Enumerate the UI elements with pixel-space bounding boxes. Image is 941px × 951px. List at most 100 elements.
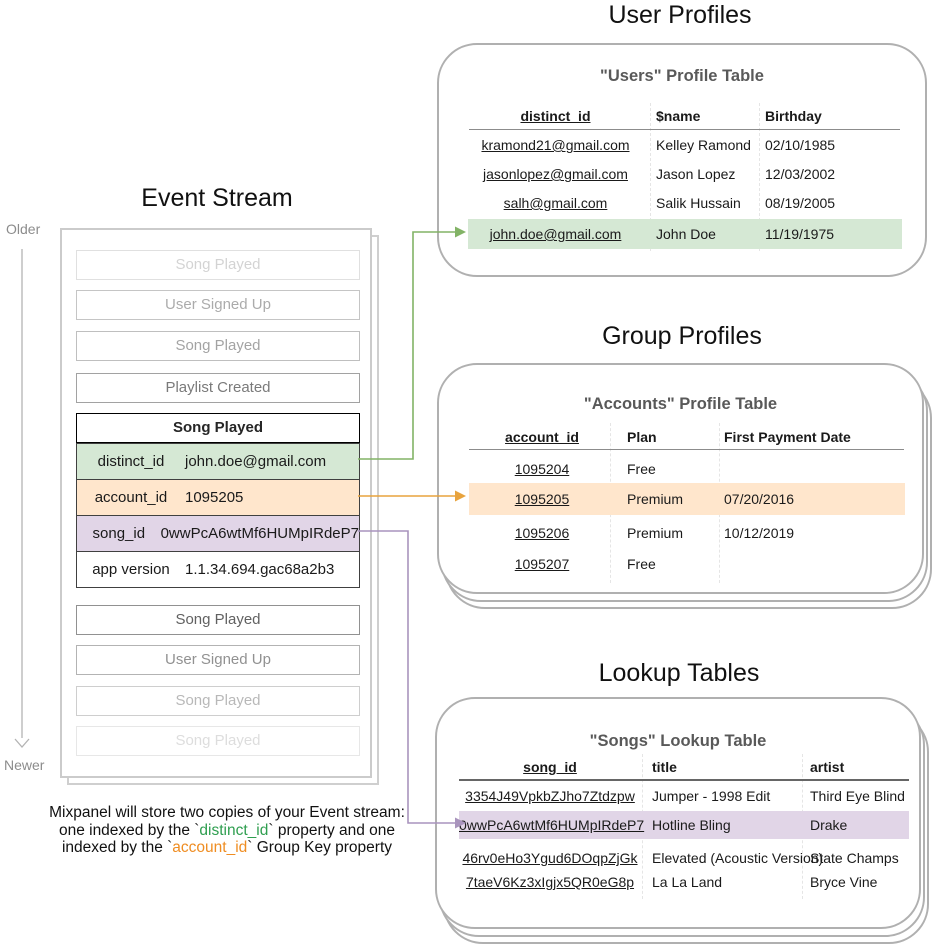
event-property-row-app-version: app version 1.1.34.694.gac68a2b3 <box>76 551 360 588</box>
user-profiles-title: User Profiles <box>608 1 752 29</box>
event-property-row-account-id: account_id 1095205 <box>76 479 360 516</box>
event-card: Song Played <box>76 686 360 716</box>
older-label: Older <box>6 221 41 237</box>
cell-artist: Bryce Vine <box>810 874 878 890</box>
caption-line: Mixpanel will store two copies of your E… <box>27 804 427 822</box>
event-property-row-distinct-id: distinct_id john.doe@gmail.com <box>76 443 360 480</box>
songs-table-title: "Songs" Lookup Table <box>589 732 767 750</box>
users-table-title: "Users" Profile Table <box>600 67 764 85</box>
cell-plan: Free <box>627 556 656 572</box>
cell-account-id: 1095207 <box>514 556 570 572</box>
cell-first-payment-date: 10/12/2019 <box>724 525 795 541</box>
accounts-table-row-highlighted: 1095205 Premium 07/20/2016 <box>469 483 905 515</box>
cell-song-id: 7taeV6Kz3xIgjx5QR0eG8p <box>465 874 635 890</box>
cell-song-id: 46rv0eHo3Ygud6DOqpZjGk <box>462 850 638 866</box>
songs-table-row: 7taeV6Kz3xIgjx5QR0eG8p La La Land Bryce … <box>459 868 909 897</box>
songs-table-row: 3354J49VpkbZJho7Ztdzpw Jumper - 1998 Edi… <box>459 782 909 811</box>
caption-text: Mixpanel will store two copies of your E… <box>49 804 405 821</box>
event-card: Playlist Created <box>76 373 360 403</box>
property-value: 0wwPcA6wtMf6HUMpIRdeP7 <box>160 525 359 542</box>
caption-account-id: account_id <box>172 839 248 856</box>
header-rule <box>469 449 904 450</box>
cell-distinct-id: kramond21@gmail.com <box>481 137 630 153</box>
cell-account-id: 1095205 <box>514 491 570 507</box>
cell-song-id: 0wwPcA6wtMf6HUMpIRdeP7 <box>459 817 645 833</box>
songs-table-header: song_id title artist <box>459 753 909 782</box>
expanded-event-header: Song Played <box>76 413 360 443</box>
property-key: song_id <box>92 525 146 542</box>
col-header-artist: artist <box>810 759 845 775</box>
cell-birthday: 11/19/1975 <box>765 226 835 242</box>
songs-table-row: 46rv0eHo3Ygud6DOqpZjGk Elevated (Acousti… <box>459 844 909 873</box>
col-header-title: title <box>652 759 677 775</box>
cell-distinct-id: jasonlopez@gmail.com <box>483 166 628 182</box>
users-table-row: kramond21@gmail.com Kelley Ramond 02/10/… <box>468 131 902 160</box>
lookup-tables-title: Lookup Tables <box>598 659 760 687</box>
accounts-table-row: 1095204 Free <box>469 455 905 484</box>
caption-line: indexed by the `account_id` Group Key pr… <box>27 839 427 857</box>
col-header-plan: Plan <box>627 429 657 445</box>
event-card: Song Played <box>76 605 360 635</box>
event-card: Song Played <box>76 726 360 756</box>
accounts-table-row: 1095207 Free <box>469 550 905 579</box>
cell-first-payment-date: 07/20/2016 <box>724 491 795 507</box>
property-value: 1095205 <box>185 489 244 506</box>
cell-plan: Free <box>627 461 656 477</box>
event-card: User Signed Up <box>76 290 360 320</box>
users-table-header: distinct_id $name Birthday <box>468 102 902 131</box>
caption-text: ` property and one <box>268 821 396 839</box>
users-table-row: jasonlopez@gmail.com Jason Lopez 12/03/2… <box>468 160 902 189</box>
cell-name: Jason Lopez <box>656 166 736 182</box>
cell-distinct-id: john.doe@gmail.com <box>489 226 622 242</box>
accounts-table-title: "Accounts" Profile Table <box>583 395 778 413</box>
caption-text: indexed by the ` <box>61 839 173 856</box>
column-separator <box>759 103 760 251</box>
cell-account-id: 1095204 <box>514 461 570 477</box>
col-header-first-payment-date: First Payment Date <box>724 429 851 445</box>
users-profile-card: "Users" Profile Table distinct_id $name … <box>437 43 927 277</box>
property-value: john.doe@gmail.com <box>185 453 327 470</box>
cell-name: Salik Hussain <box>656 195 741 211</box>
accounts-table-row: 1095206 Premium 10/12/2019 <box>469 519 905 548</box>
caption: Mixpanel will store two copies of your E… <box>27 804 427 857</box>
cell-birthday: 08/19/2005 <box>765 195 836 211</box>
event-stream-sheet: Song Played User Signed Up Song Played P… <box>60 228 372 778</box>
users-table-row-highlighted: john.doe@gmail.com John Doe 11/19/1975 <box>468 219 902 249</box>
event-card: User Signed Up <box>76 645 360 675</box>
cell-account-id: 1095206 <box>514 525 570 541</box>
users-table-row: salh@gmail.com Salik Hussain 08/19/2005 <box>468 189 902 218</box>
newer-label: Newer <box>4 757 45 773</box>
event-property-row-song-id: song_id 0wwPcA6wtMf6HUMpIRdeP7 <box>76 515 360 552</box>
songs-lookup-card: "Songs" Lookup Table song_id title artis… <box>435 697 921 929</box>
col-header-song-id: song_id <box>523 759 577 775</box>
accounts-table-header: account_id Plan First Payment Date <box>469 423 905 452</box>
cell-plan: Premium <box>627 525 684 541</box>
caption-distinct-id: distinct_id <box>199 821 269 839</box>
col-header-account-id: account_id <box>505 429 579 445</box>
property-key: app version <box>92 561 170 578</box>
cell-distinct-id: salh@gmail.com <box>503 195 608 211</box>
cell-title: Hotline Bling <box>652 817 731 833</box>
cell-title: Jumper - 1998 Edit <box>652 788 771 804</box>
cell-artist: Drake <box>810 817 848 833</box>
cell-birthday: 12/03/2002 <box>765 166 836 182</box>
caption-text: one indexed by the ` <box>58 821 200 839</box>
cell-song-id: 3354J49VpkbZJho7Ztdzpw <box>465 788 635 804</box>
accounts-profile-card: "Accounts" Profile Table account_id Plan… <box>437 363 924 594</box>
cell-name: Kelley Ramond <box>656 137 751 153</box>
property-key: account_id <box>94 489 168 506</box>
cell-title: Elevated (Acoustic Version) <box>652 850 824 866</box>
cell-plan: Premium <box>627 491 684 507</box>
timeline-arrow <box>14 249 30 748</box>
event-card: Song Played <box>76 250 360 280</box>
col-header-distinct-id: distinct_id <box>520 108 591 124</box>
cell-artist: Third Eye Blind <box>810 788 905 804</box>
group-profiles-title: Group Profiles <box>602 322 762 350</box>
property-key: distinct_id <box>97 453 165 470</box>
cell-artist: State Champs <box>810 850 899 866</box>
header-rule <box>459 779 909 781</box>
property-value: 1.1.34.694.gac68a2b3 <box>185 561 335 578</box>
column-separator <box>650 103 651 251</box>
cell-name: John Doe <box>656 226 716 242</box>
